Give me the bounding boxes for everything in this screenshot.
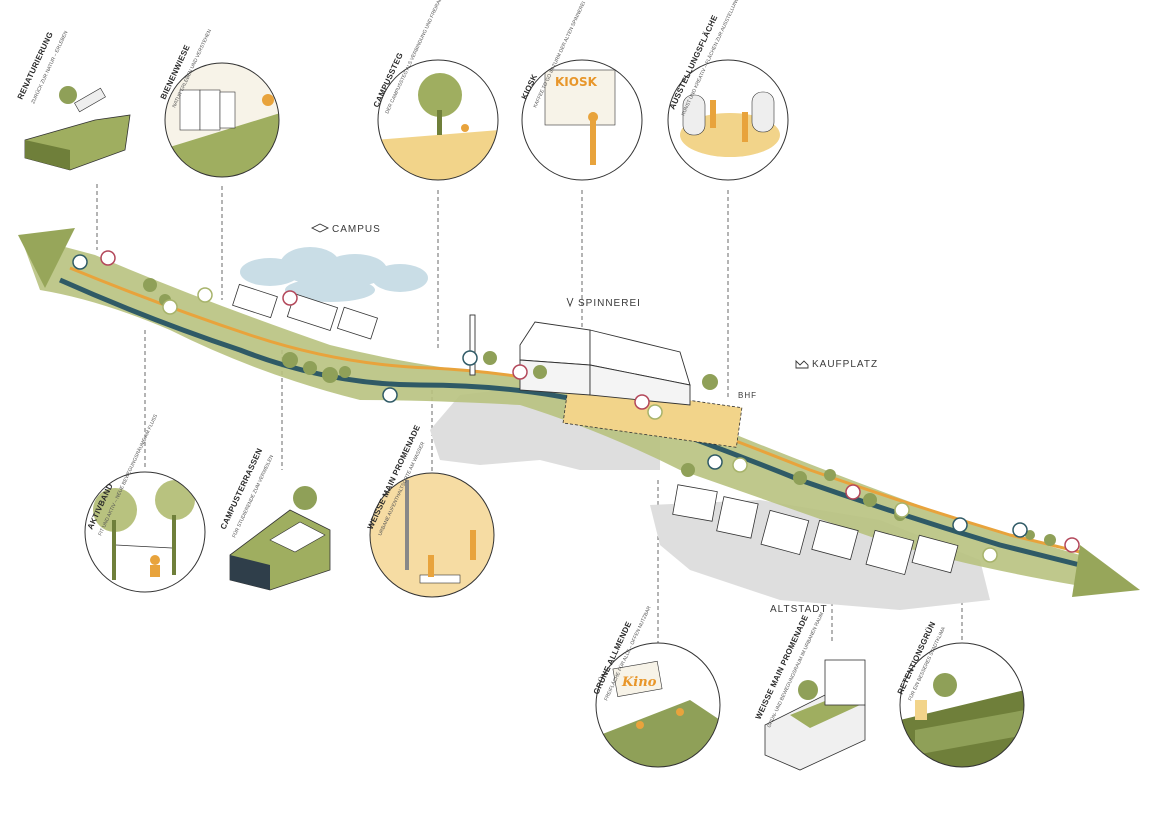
campus-buildings <box>232 283 379 340</box>
place-label-spinnerei: SPINNEREI <box>578 298 641 309</box>
kino-sign: Kino <box>621 675 657 690</box>
person-icon <box>588 112 599 165</box>
altstadt-buildings <box>672 484 959 576</box>
place-label-bhf: BHF <box>738 391 757 400</box>
arrow-east-icon <box>1072 545 1140 597</box>
vignette-retentionsgruen: RETENTIONSGRÜN FÜR EIN BESSERES STADTKLI… <box>896 620 1025 768</box>
vignette-gruene-allmende: Kino GRÜNE ALLMENDE FREIFLÄCHE FÜR ALLE … <box>592 605 721 768</box>
map-pin-icon <box>100 250 1080 553</box>
place-label-campus: CAMPUS <box>332 224 381 235</box>
place-label-kaufplatz: KAUFPLATZ <box>812 359 878 370</box>
vignette-bienenwiese: BIENENWIESE NATUR ERLEBEN UND VERSTEHEN <box>159 28 280 178</box>
factory-icon <box>566 297 574 308</box>
map-pin-icon <box>162 287 998 563</box>
vignette-renaturierung: RENATURIERUNG ZURÜCK ZUR NATUR – ERLEBEN <box>16 29 131 171</box>
vignette-campussteg: CAMPUSSTEG DER CAMPUSSTEG ALS VERBINDUNG… <box>372 0 499 181</box>
crown-icon <box>795 359 809 369</box>
cloud <box>240 247 428 302</box>
vignette-ausstellungsflaeche: AUSSTELLUNGSFLÄCHE KUNST UND KREATIV – F… <box>667 0 789 181</box>
kiosk-sign: KIOSK <box>555 75 598 89</box>
graduation-cap-icon <box>310 223 330 233</box>
vignette-aktivband: AKTIVBAND FIT UND AKTIV – NEUE BEWEGUNGS… <box>84 413 206 593</box>
place-labels: CAMPUS SPINNEREI KAUFPLATZ BHF ALTSTADT <box>310 223 878 615</box>
arrow-west-icon <box>18 228 75 288</box>
place-label-altstadt: ALTSTADT <box>770 604 828 615</box>
vignette-campusterrassen: CAMPUSTERRASSEN FÜR STUDIERENDE ZUM VERW… <box>219 447 331 591</box>
vignette-weisse-main-promenade-2: WEISSE MAIN PROMENADE GRÜN- UND BEWEGUNG… <box>754 611 866 771</box>
vignette-kiosk: KIOSK KIOSK KAFFEE TO GO IM TURM DER ALT… <box>520 1 643 181</box>
eye-icon <box>72 254 1028 538</box>
